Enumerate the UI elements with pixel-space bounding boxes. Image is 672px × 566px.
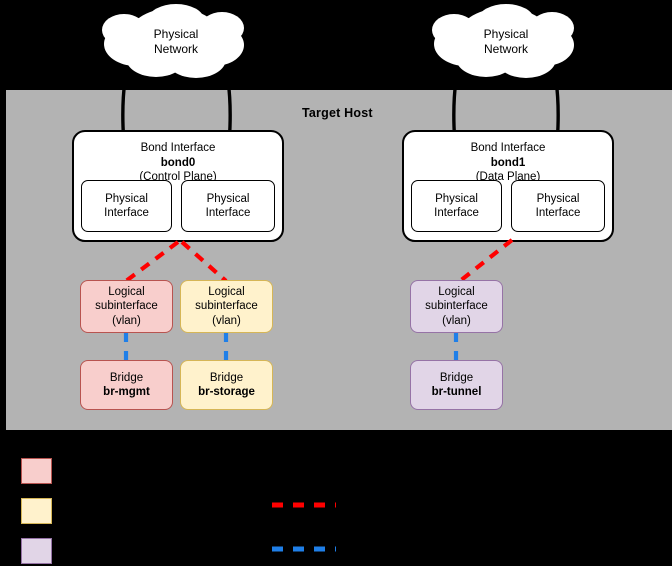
cloud-right-shape bbox=[432, 4, 574, 78]
phys-b0b-line1: Physical bbox=[206, 192, 250, 205]
bridge-tunnel-name: br-tunnel bbox=[431, 386, 482, 398]
bridge-tunnel-label: Bridge bbox=[439, 371, 474, 384]
subif-tunnel-line3: (vlan) bbox=[442, 314, 471, 327]
logical-subinterface-storage[interactable]: Logical subinterface (vlan) bbox=[180, 280, 273, 333]
logical-subinterface-tunnel[interactable]: Logical subinterface (vlan) bbox=[410, 280, 503, 333]
cloud-right-line1: Physical bbox=[483, 27, 529, 41]
legend-swatch-storage bbox=[21, 498, 52, 524]
phys-b1a-line2: Interface bbox=[434, 207, 479, 219]
cloud-left-label: Physical Network bbox=[124, 27, 228, 57]
phys-b1b-line1: Physical bbox=[536, 192, 580, 205]
bridge-br-storage[interactable]: Bridge br-storage bbox=[180, 360, 273, 410]
bond0-title: Bond Interface bbox=[140, 142, 216, 154]
vlan-dash-bond1-to-tunnel bbox=[458, 238, 514, 283]
phys-b0b-line2: Interface bbox=[205, 207, 251, 219]
phys-b0a-line2: Interface bbox=[104, 207, 149, 219]
bond1-title: Bond Interface bbox=[470, 142, 546, 154]
subif-storage-line2: subinterface bbox=[195, 300, 258, 313]
bridge-storage-label: Bridge bbox=[209, 371, 244, 384]
bridge-br-mgmt[interactable]: Bridge br-mgmt bbox=[80, 360, 173, 410]
cloud-right-line2: Network bbox=[483, 42, 528, 56]
physical-interface-bond1-b[interactable]: Physical Interface bbox=[511, 180, 605, 232]
cloud-right-label: Physical Network bbox=[454, 27, 558, 57]
bond0-name: bond0 bbox=[160, 156, 196, 169]
subif-mgmt-line3: (vlan) bbox=[112, 314, 141, 327]
phys-b1a-line1: Physical bbox=[435, 192, 478, 205]
physical-interface-bond1-a[interactable]: Physical Interface bbox=[411, 180, 502, 232]
bond1-title-block: Bond Interface bond1 (Data Plane) bbox=[404, 141, 612, 185]
subif-storage-line3: (vlan) bbox=[212, 314, 241, 327]
cloud-left-shape bbox=[102, 4, 244, 78]
bond1-name: bond1 bbox=[490, 156, 526, 169]
subif-tunnel-line1: Logical bbox=[438, 285, 475, 298]
subif-storage-line1: Logical bbox=[208, 285, 245, 298]
physical-interface-bond0-b[interactable]: Physical Interface bbox=[181, 180, 275, 232]
phys-b0a-line1: Physical bbox=[105, 192, 148, 205]
bridge-mgmt-name: br-mgmt bbox=[103, 386, 150, 398]
phys-b1b-line2: Interface bbox=[535, 207, 581, 219]
logical-subinterface-mgmt[interactable]: Logical subinterface (vlan) bbox=[80, 280, 173, 333]
legend-swatch-mgmt bbox=[21, 458, 52, 484]
cloud-left-line1: Physical bbox=[153, 27, 199, 41]
cloud-left-line2: Network bbox=[153, 42, 198, 56]
bridge-storage-name: br-storage bbox=[198, 386, 255, 398]
bridge-mgmt-label: Bridge bbox=[109, 371, 144, 384]
subif-mgmt-line1: Logical bbox=[108, 285, 145, 298]
physical-interface-bond0-a[interactable]: Physical Interface bbox=[81, 180, 172, 232]
vlan-dash-bond0-to-mgmt bbox=[124, 240, 180, 283]
bridge-br-tunnel[interactable]: Bridge br-tunnel bbox=[410, 360, 503, 410]
legend-swatch-tunnel bbox=[21, 538, 52, 564]
subif-mgmt-line2: subinterface bbox=[95, 300, 158, 313]
target-host-label: Target Host bbox=[302, 106, 373, 120]
vlan-dash-bond0-to-storage bbox=[180, 240, 228, 283]
subif-tunnel-line2: subinterface bbox=[425, 300, 488, 313]
